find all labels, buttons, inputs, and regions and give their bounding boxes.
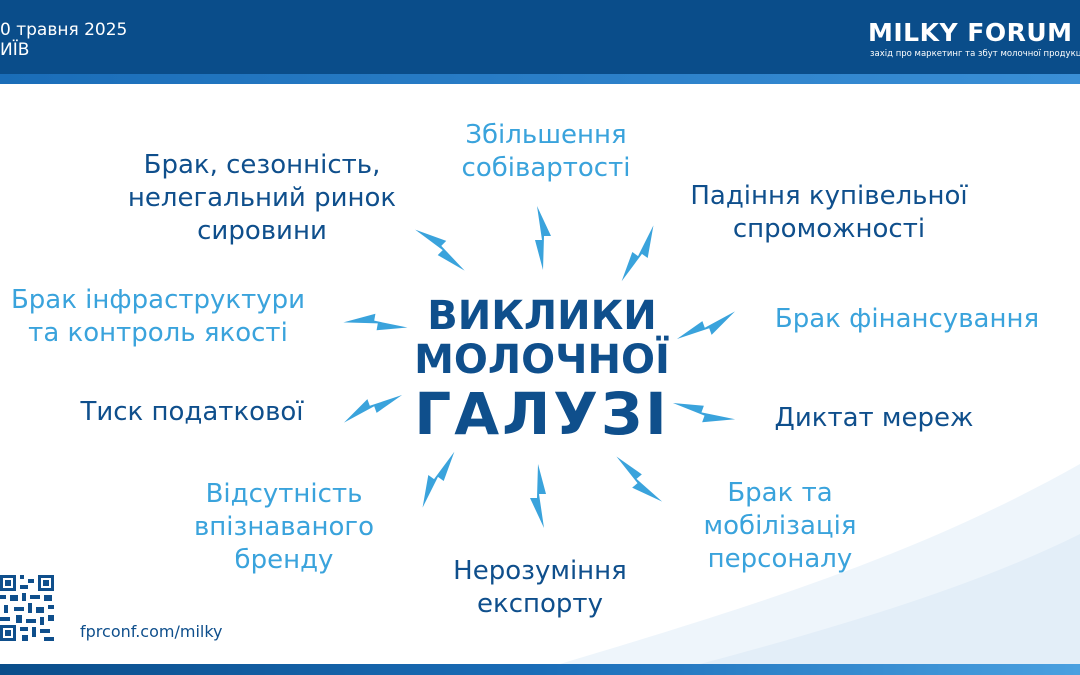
center-title: ВИКЛИКИ МОЛОЧНОЇ ГАЛУЗІ bbox=[410, 294, 674, 446]
bolt-icon-right-upper bbox=[676, 311, 736, 339]
bolt-icon-top bbox=[535, 206, 551, 270]
bolt-icon-top-right bbox=[621, 225, 654, 282]
header-bar: 0 травня 2025 ИЇВ MILKY FORUM захід про … bbox=[0, 0, 1080, 74]
challenge-cost-increase: Збільшення собівартості bbox=[461, 120, 631, 183]
bolt-icon-top-left bbox=[415, 229, 465, 271]
logo-subtitle: захід про маркетинг та збут молочної про… bbox=[870, 49, 1080, 59]
website-url: fprconf.com/milky bbox=[80, 622, 223, 641]
footer-bar bbox=[0, 664, 1080, 675]
event-place: ИЇВ bbox=[0, 40, 30, 60]
slide-content bbox=[0, 84, 1080, 664]
bolt-icon-left-upper bbox=[343, 313, 408, 331]
center-title-line-3: ГАЛУЗІ bbox=[414, 380, 670, 448]
header-stripe bbox=[0, 74, 1080, 84]
milky-forum-logo: MILKY FORUM захід про маркетинг та збут … bbox=[868, 18, 1080, 64]
bolt-icon-bottom-left bbox=[422, 451, 455, 508]
challenge-personnel: Брак та мобілізація персоналу bbox=[703, 478, 857, 574]
center-title-line-1: ВИКЛИКИ bbox=[427, 293, 657, 339]
challenge-infrastructure: Брак інфраструктури та контроль якості bbox=[10, 285, 306, 348]
bolt-icon-bottom bbox=[530, 464, 546, 528]
qr-code-icon bbox=[0, 573, 56, 643]
challenge-brand: Відсутність впізнаваного бренду bbox=[193, 479, 375, 575]
event-date: 0 травня 2025 bbox=[0, 20, 128, 40]
challenge-financing: Брак фінансування bbox=[774, 304, 1040, 334]
challenge-export: Нерозуміння експорту bbox=[453, 556, 627, 619]
challenge-retail-dictate: Диктат мереж bbox=[774, 403, 974, 433]
bolt-icon-left-lower bbox=[343, 395, 403, 423]
challenge-purchasing-power: Падіння купівельної спроможності bbox=[690, 181, 968, 244]
challenge-raw-materials: Брак, сезонність, нелегальний ринок сиро… bbox=[127, 150, 397, 246]
bolt-icon-right-lower bbox=[672, 403, 736, 423]
challenge-tax-pressure: Тиск податкової bbox=[80, 397, 304, 427]
center-title-line-2: МОЛОЧНОЇ bbox=[414, 337, 670, 383]
logo-title: MILKY FORUM bbox=[868, 18, 1073, 47]
background-wave bbox=[560, 464, 1080, 664]
bolt-icon-bottom-right bbox=[616, 456, 663, 502]
